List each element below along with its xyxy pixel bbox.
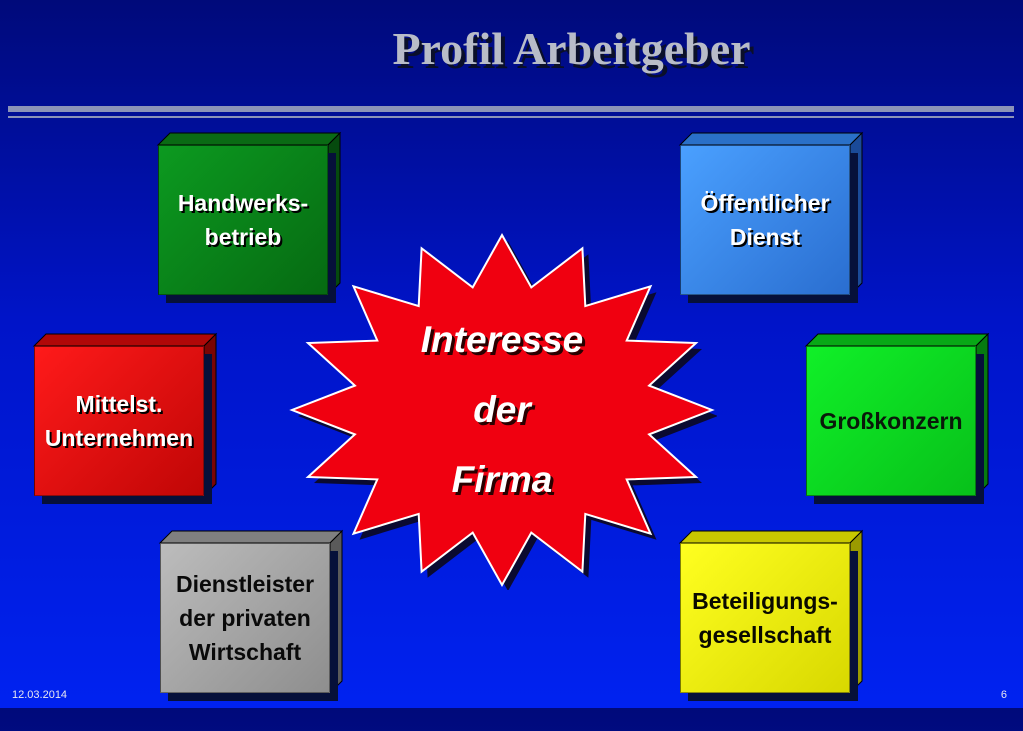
starburst-body xyxy=(289,232,715,588)
starburst-line-1: Interesse xyxy=(420,319,584,360)
box-bevel xyxy=(678,529,864,695)
box-label-grosskonzern: Großkonzern xyxy=(819,408,963,434)
starburst-shape xyxy=(289,232,718,591)
slide-title: Profil Arbeitgeber xyxy=(392,23,751,74)
page-number: 6 xyxy=(1000,689,1007,701)
box-bevel xyxy=(158,529,344,695)
box-label-handwerksbetrieb: Handwerks- betrieb xyxy=(177,190,309,250)
title-rule-thin xyxy=(8,116,1014,118)
box-bevel xyxy=(156,131,342,297)
box-label-beteiligungsgesellschaft: Beteiligungs- gesellschaft xyxy=(692,588,838,648)
box-label-dienstleister: Dienstleister der privaten Wirtschaft xyxy=(175,571,315,665)
title-rule-thick xyxy=(8,106,1014,112)
footer-date: 12.03.2014 xyxy=(12,689,68,701)
box-label-mittelstand: Mittelst. Unternehmen xyxy=(44,391,194,451)
starburst: Interesse der Firma xyxy=(287,230,718,591)
starburst-text: Interesse der Firma xyxy=(287,230,717,590)
starburst-line-2: der xyxy=(473,389,531,430)
box-label-oeffentlicher-dienst: Öffentlicher Dienst xyxy=(700,190,830,250)
starburst-line-3: Firma xyxy=(451,459,553,500)
box-bevel xyxy=(32,332,218,498)
